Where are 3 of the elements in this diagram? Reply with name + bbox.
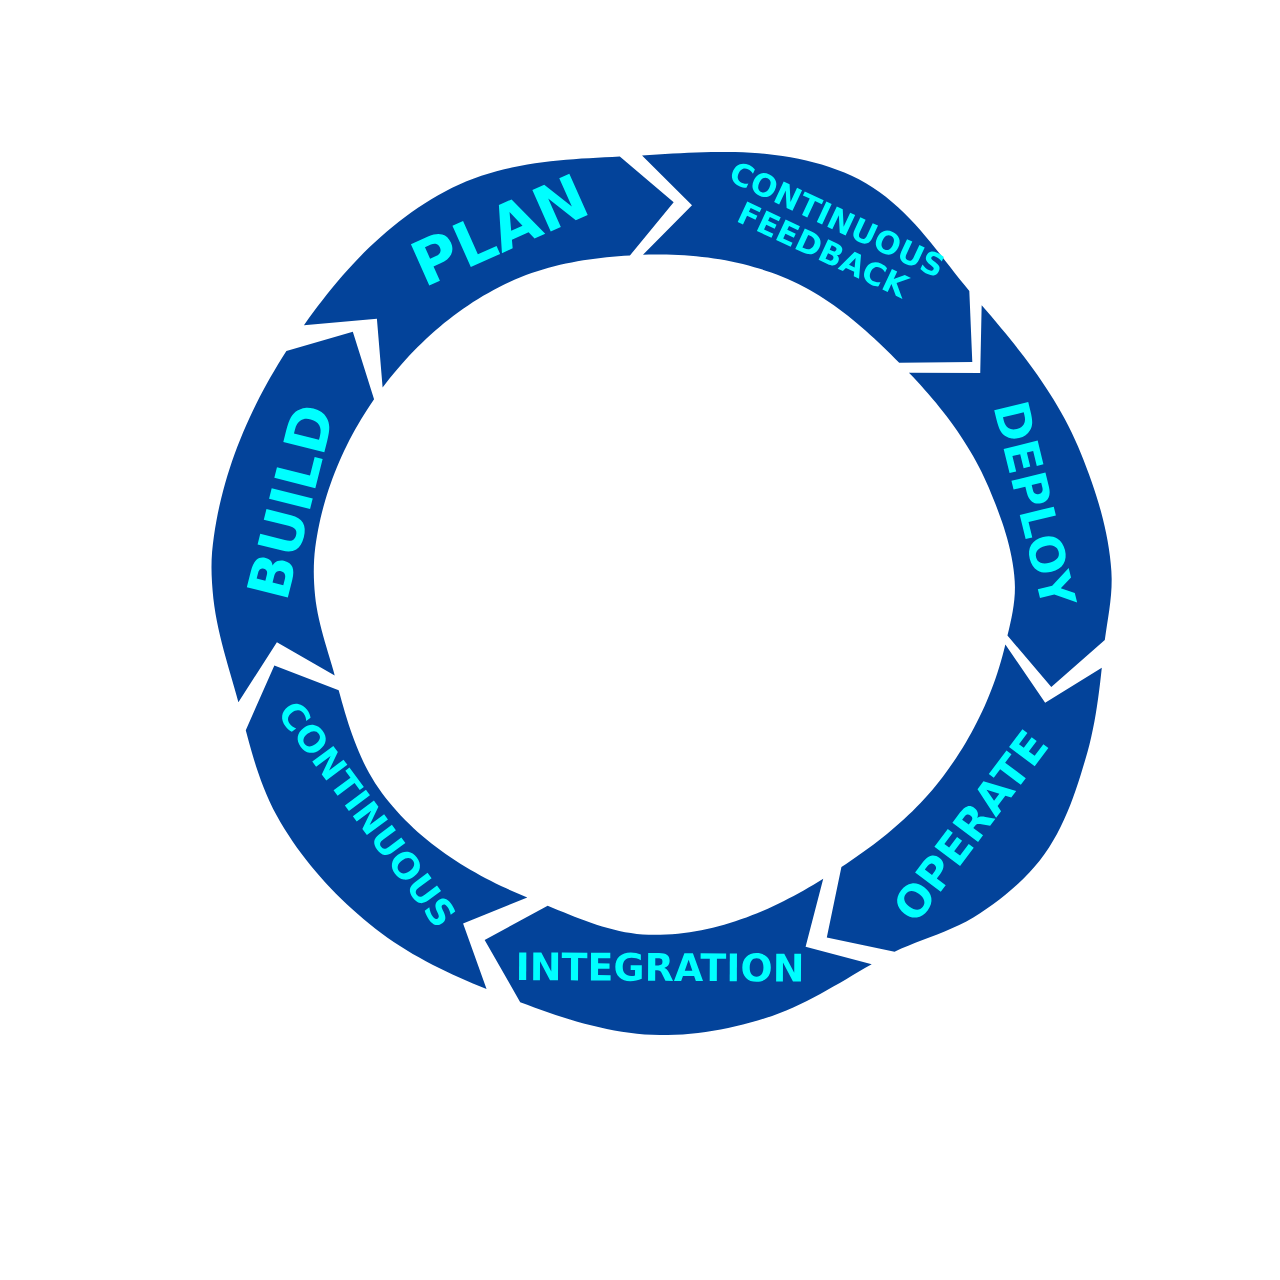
ring-segment: INTEGRATION — [484, 878, 872, 1036]
ring-segment: BUILD — [211, 331, 375, 703]
node-label: BUILD — [246, 407, 330, 598]
